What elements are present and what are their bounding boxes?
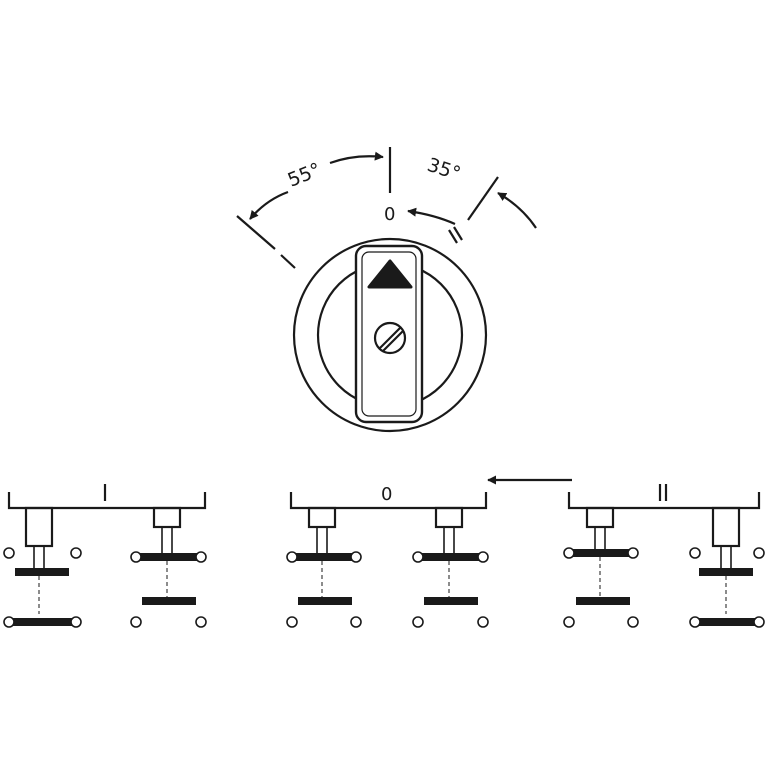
contact-section-two (563, 484, 765, 628)
position-label-zero: 0 (384, 204, 395, 225)
section-zero-label: 0 (381, 484, 392, 505)
rotation-arrow-icon (407, 207, 456, 226)
angle-label-55: 55° (285, 159, 324, 192)
rotation-arrow-icon (329, 151, 384, 165)
position-scale: 55° 35° 0 (236, 147, 537, 269)
triangle-indicator-icon (367, 259, 413, 289)
rotary-knob (292, 237, 488, 433)
contact-section-one (3, 484, 207, 628)
rotation-arrow-icon (497, 192, 537, 229)
screw-icon (373, 321, 407, 355)
contact-section-zero: 0 (286, 484, 489, 628)
section-two-label (658, 484, 668, 501)
angle-label-35: 35° (424, 154, 463, 185)
rotation-arrow-icon (249, 190, 289, 220)
